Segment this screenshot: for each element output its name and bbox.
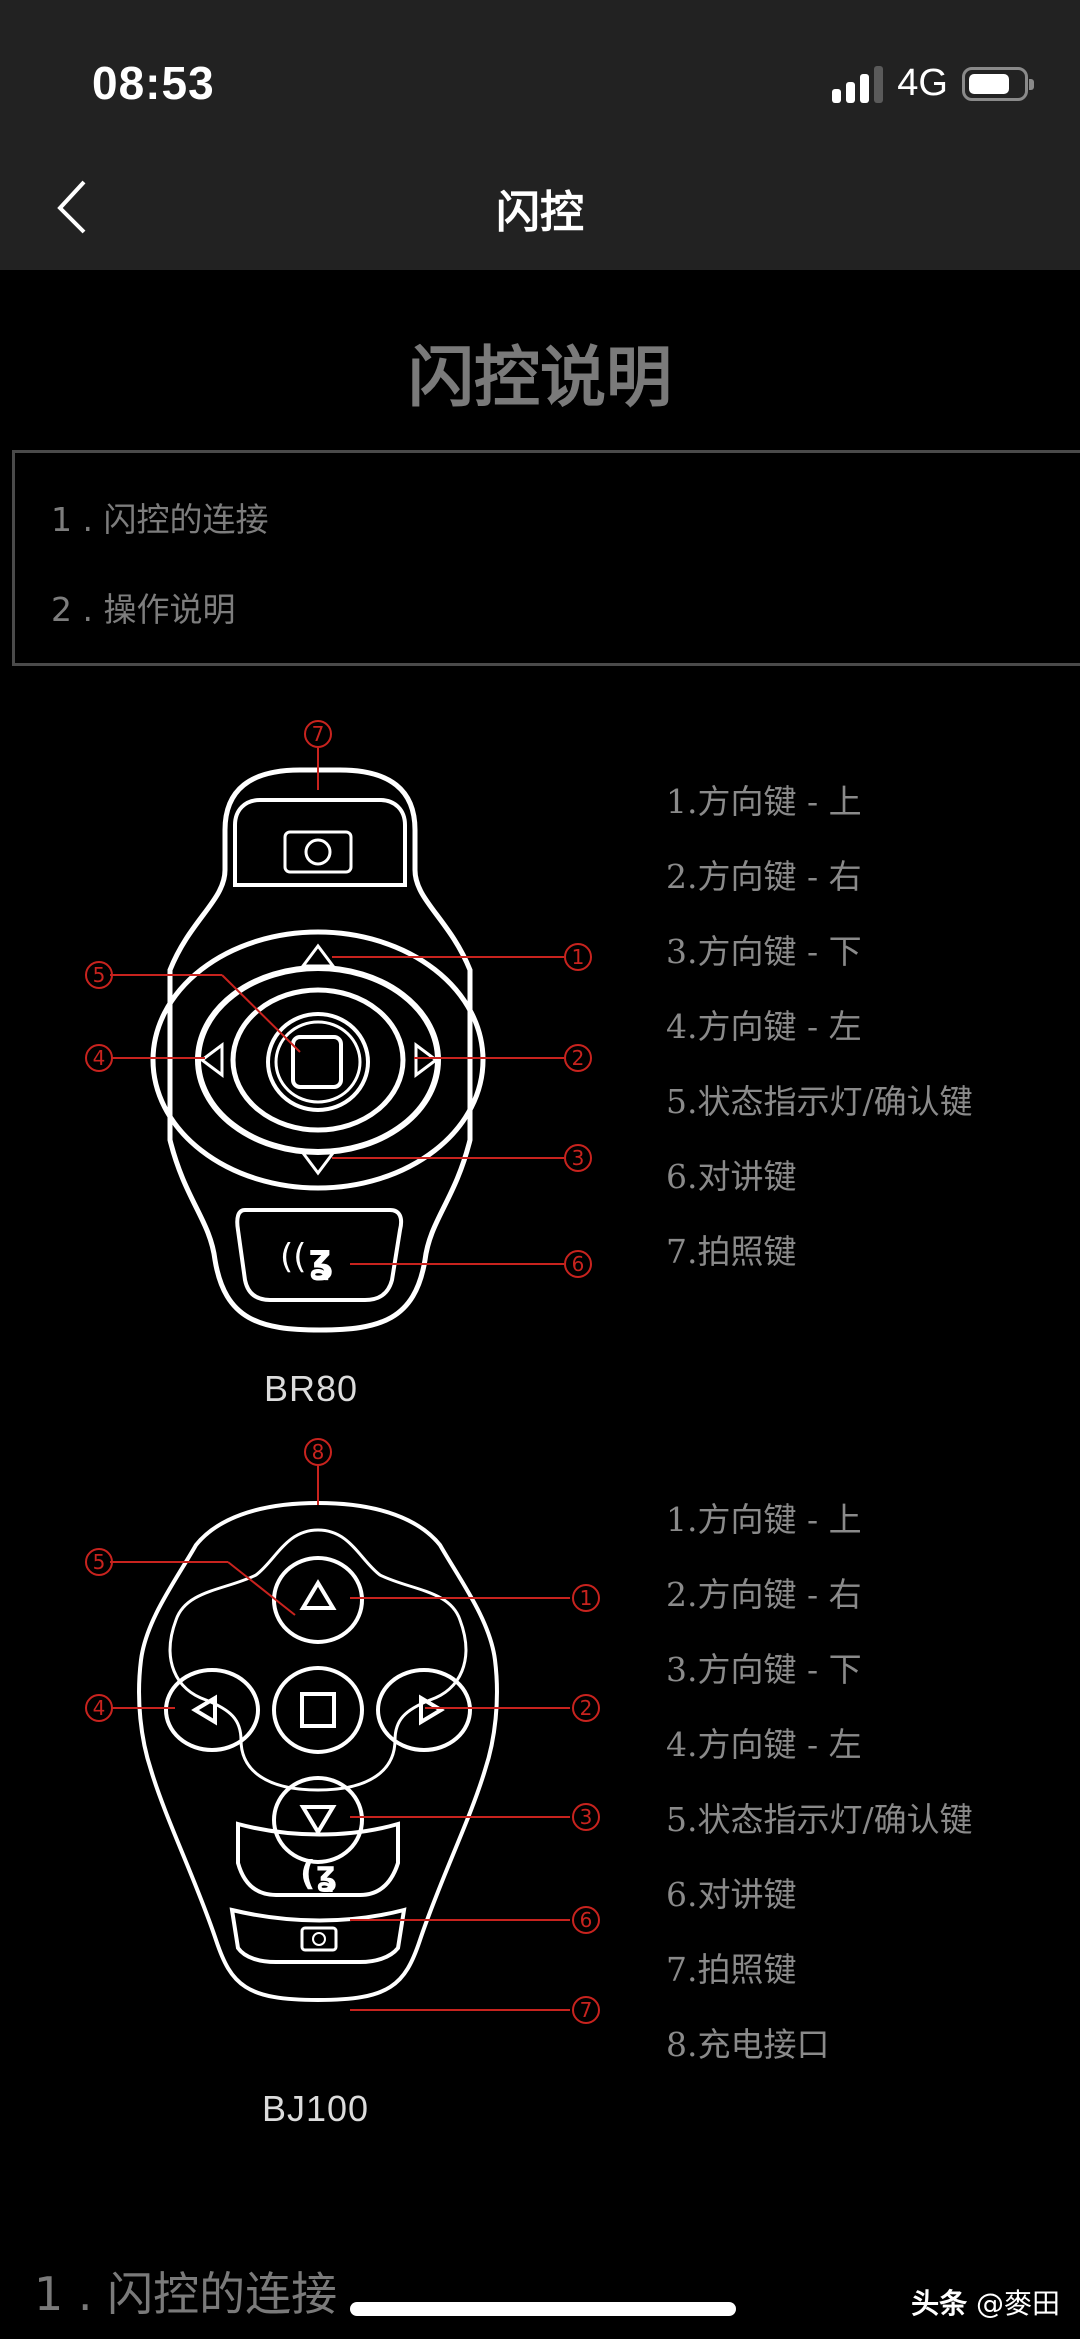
back-button[interactable]	[48, 176, 98, 236]
page-title: 闪控说明	[408, 339, 672, 416]
legend-item: 4.方向键 - 左	[666, 1725, 862, 1764]
toc-item-operation[interactable]: 2 . 操作说明	[51, 590, 236, 629]
nav-title: 闪控	[496, 187, 584, 238]
status-icons: 4G	[832, 62, 1034, 105]
svg-text:6: 6	[580, 1908, 593, 1932]
svg-text:ʓ: ʓ	[308, 1236, 334, 1282]
svg-text:5: 5	[93, 963, 106, 987]
svg-text:2: 2	[580, 1696, 593, 1720]
br80-legend: 1.方向键 - 上 2.方向键 - 右 3.方向键 - 下 4.方向键 - 左 …	[666, 782, 973, 1307]
legend-item: 2.方向键 - 右	[666, 857, 862, 896]
model-label-bj100: BJ100	[262, 2088, 370, 2129]
legend-item: 3.方向键 - 下	[666, 1650, 862, 1689]
model-label-br80: BR80	[264, 1368, 359, 1409]
legend-item: 1.方向键 - 上	[666, 1500, 862, 1539]
chevron-left-icon	[57, 180, 86, 234]
bj100-diagram: (ʓ 8 5 1 4 2 3 6 7	[60, 1420, 620, 2100]
svg-text:7: 7	[312, 722, 325, 746]
watermark-brand: 头条	[911, 2287, 968, 2320]
network-type: 4G	[897, 62, 948, 104]
top-bar: 08:53 4G 闪控	[0, 0, 1080, 270]
status-time: 08:53	[92, 57, 215, 109]
legend-item: 7.拍照键	[666, 1950, 797, 1989]
svg-text:5: 5	[93, 1550, 106, 1574]
bj100-remote-illustration: (ʓ 8 5 1 4 2 3 6 7	[85, 1438, 600, 2024]
svg-text:3: 3	[580, 1805, 593, 1829]
legend-item: 5.状态指示灯/确认键	[666, 1800, 973, 1839]
section-heading: 1 . 闪控的连接	[34, 2267, 338, 2321]
watermark: 头条 @麥田	[911, 2282, 1060, 2322]
svg-text:8: 8	[312, 1440, 325, 1464]
svg-text:4: 4	[93, 1696, 106, 1720]
legend-item: 4.方向键 - 左	[666, 1007, 862, 1046]
legend-item: 7.拍照键	[666, 1232, 797, 1271]
legend-item: 3.方向键 - 下	[666, 932, 862, 971]
svg-text:2: 2	[572, 1046, 585, 1070]
legend-item: 6.对讲键	[666, 1157, 797, 1196]
svg-text:4: 4	[93, 1046, 106, 1070]
battery-icon	[962, 66, 1034, 101]
br80-remote-illustration: (( ʓ 7 5 1 4 2 3 6	[85, 720, 592, 1333]
svg-text:7: 7	[580, 1998, 593, 2022]
br80-diagram: (( ʓ 7 5 1 4 2 3 6	[60, 700, 620, 1380]
legend-item: 6.对讲键	[666, 1875, 797, 1914]
home-indicator[interactable]	[350, 2302, 736, 2316]
svg-text:((: ((	[280, 1237, 307, 1277]
svg-text:1: 1	[572, 945, 585, 969]
svg-text:(ʓ: (ʓ	[300, 1854, 337, 1894]
watermark-author: @麥田	[975, 2287, 1060, 2320]
svg-text:1: 1	[580, 1586, 593, 1610]
legend-item: 2.方向键 - 右	[666, 1575, 862, 1614]
bj100-legend: 1.方向键 - 上 2.方向键 - 右 3.方向键 - 下 4.方向键 - 左 …	[666, 1500, 973, 2100]
svg-text:6: 6	[572, 1252, 585, 1276]
legend-item: 8.充电接口	[666, 2025, 830, 2064]
signal-icon	[832, 65, 884, 103]
toc-item-connection[interactable]: 1 . 闪控的连接	[51, 500, 269, 539]
svg-text:3: 3	[572, 1146, 585, 1170]
table-of-contents: 1 . 闪控的连接 2 . 操作说明	[12, 450, 1080, 666]
legend-item: 5.状态指示灯/确认键	[666, 1082, 973, 1121]
legend-item: 1.方向键 - 上	[666, 782, 862, 821]
